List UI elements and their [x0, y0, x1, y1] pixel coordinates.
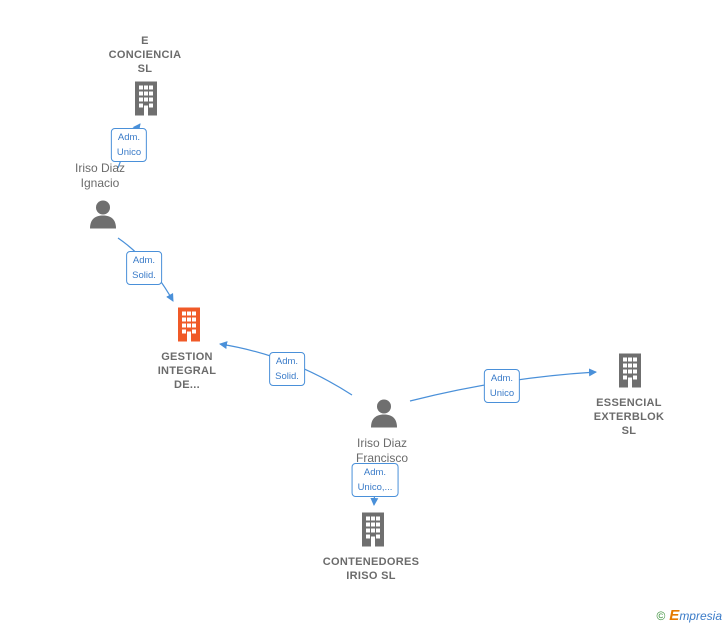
building-icon: [359, 512, 387, 552]
edge-label-ignacio-conciencia: Adm. Unico: [110, 128, 148, 162]
node-label-essencial[interactable]: ESSENCIAL EXTERBLOK SL: [593, 397, 665, 437]
node-label-iriso-ignacio[interactable]: Iriso Diaz Ignacio: [74, 161, 126, 190]
edge-label-francisco-essencial: Adm. Unico: [483, 369, 521, 403]
node-label-gestion[interactable]: GESTION INTEGRAL DE...: [157, 351, 217, 391]
person-icon: [369, 398, 399, 433]
building-icon: [132, 81, 160, 121]
building-icon: [175, 307, 203, 347]
person-icon: [88, 199, 118, 234]
copyright-symbol: ©: [656, 609, 666, 623]
building-icon: [616, 353, 644, 393]
edge-label-francisco-gestion: Adm. Solid.: [269, 352, 305, 386]
edge-label-ignacio-gestion: Adm. Solid.: [126, 251, 162, 285]
node-label-contenedores[interactable]: CONTENEDORES IRISO SL: [322, 556, 420, 582]
node-label-e-conciencia[interactable]: E CONCIENCIA SL: [108, 35, 182, 75]
brand-logo: ©Empresia: [656, 607, 722, 624]
brand-name: mpresia: [679, 609, 722, 623]
edge-label-francisco-contenedores: Adm. Unico,...: [351, 463, 399, 497]
brand-initial: E: [669, 607, 680, 624]
node-label-iriso-francisco[interactable]: Iriso Diaz Francisco: [355, 436, 409, 465]
